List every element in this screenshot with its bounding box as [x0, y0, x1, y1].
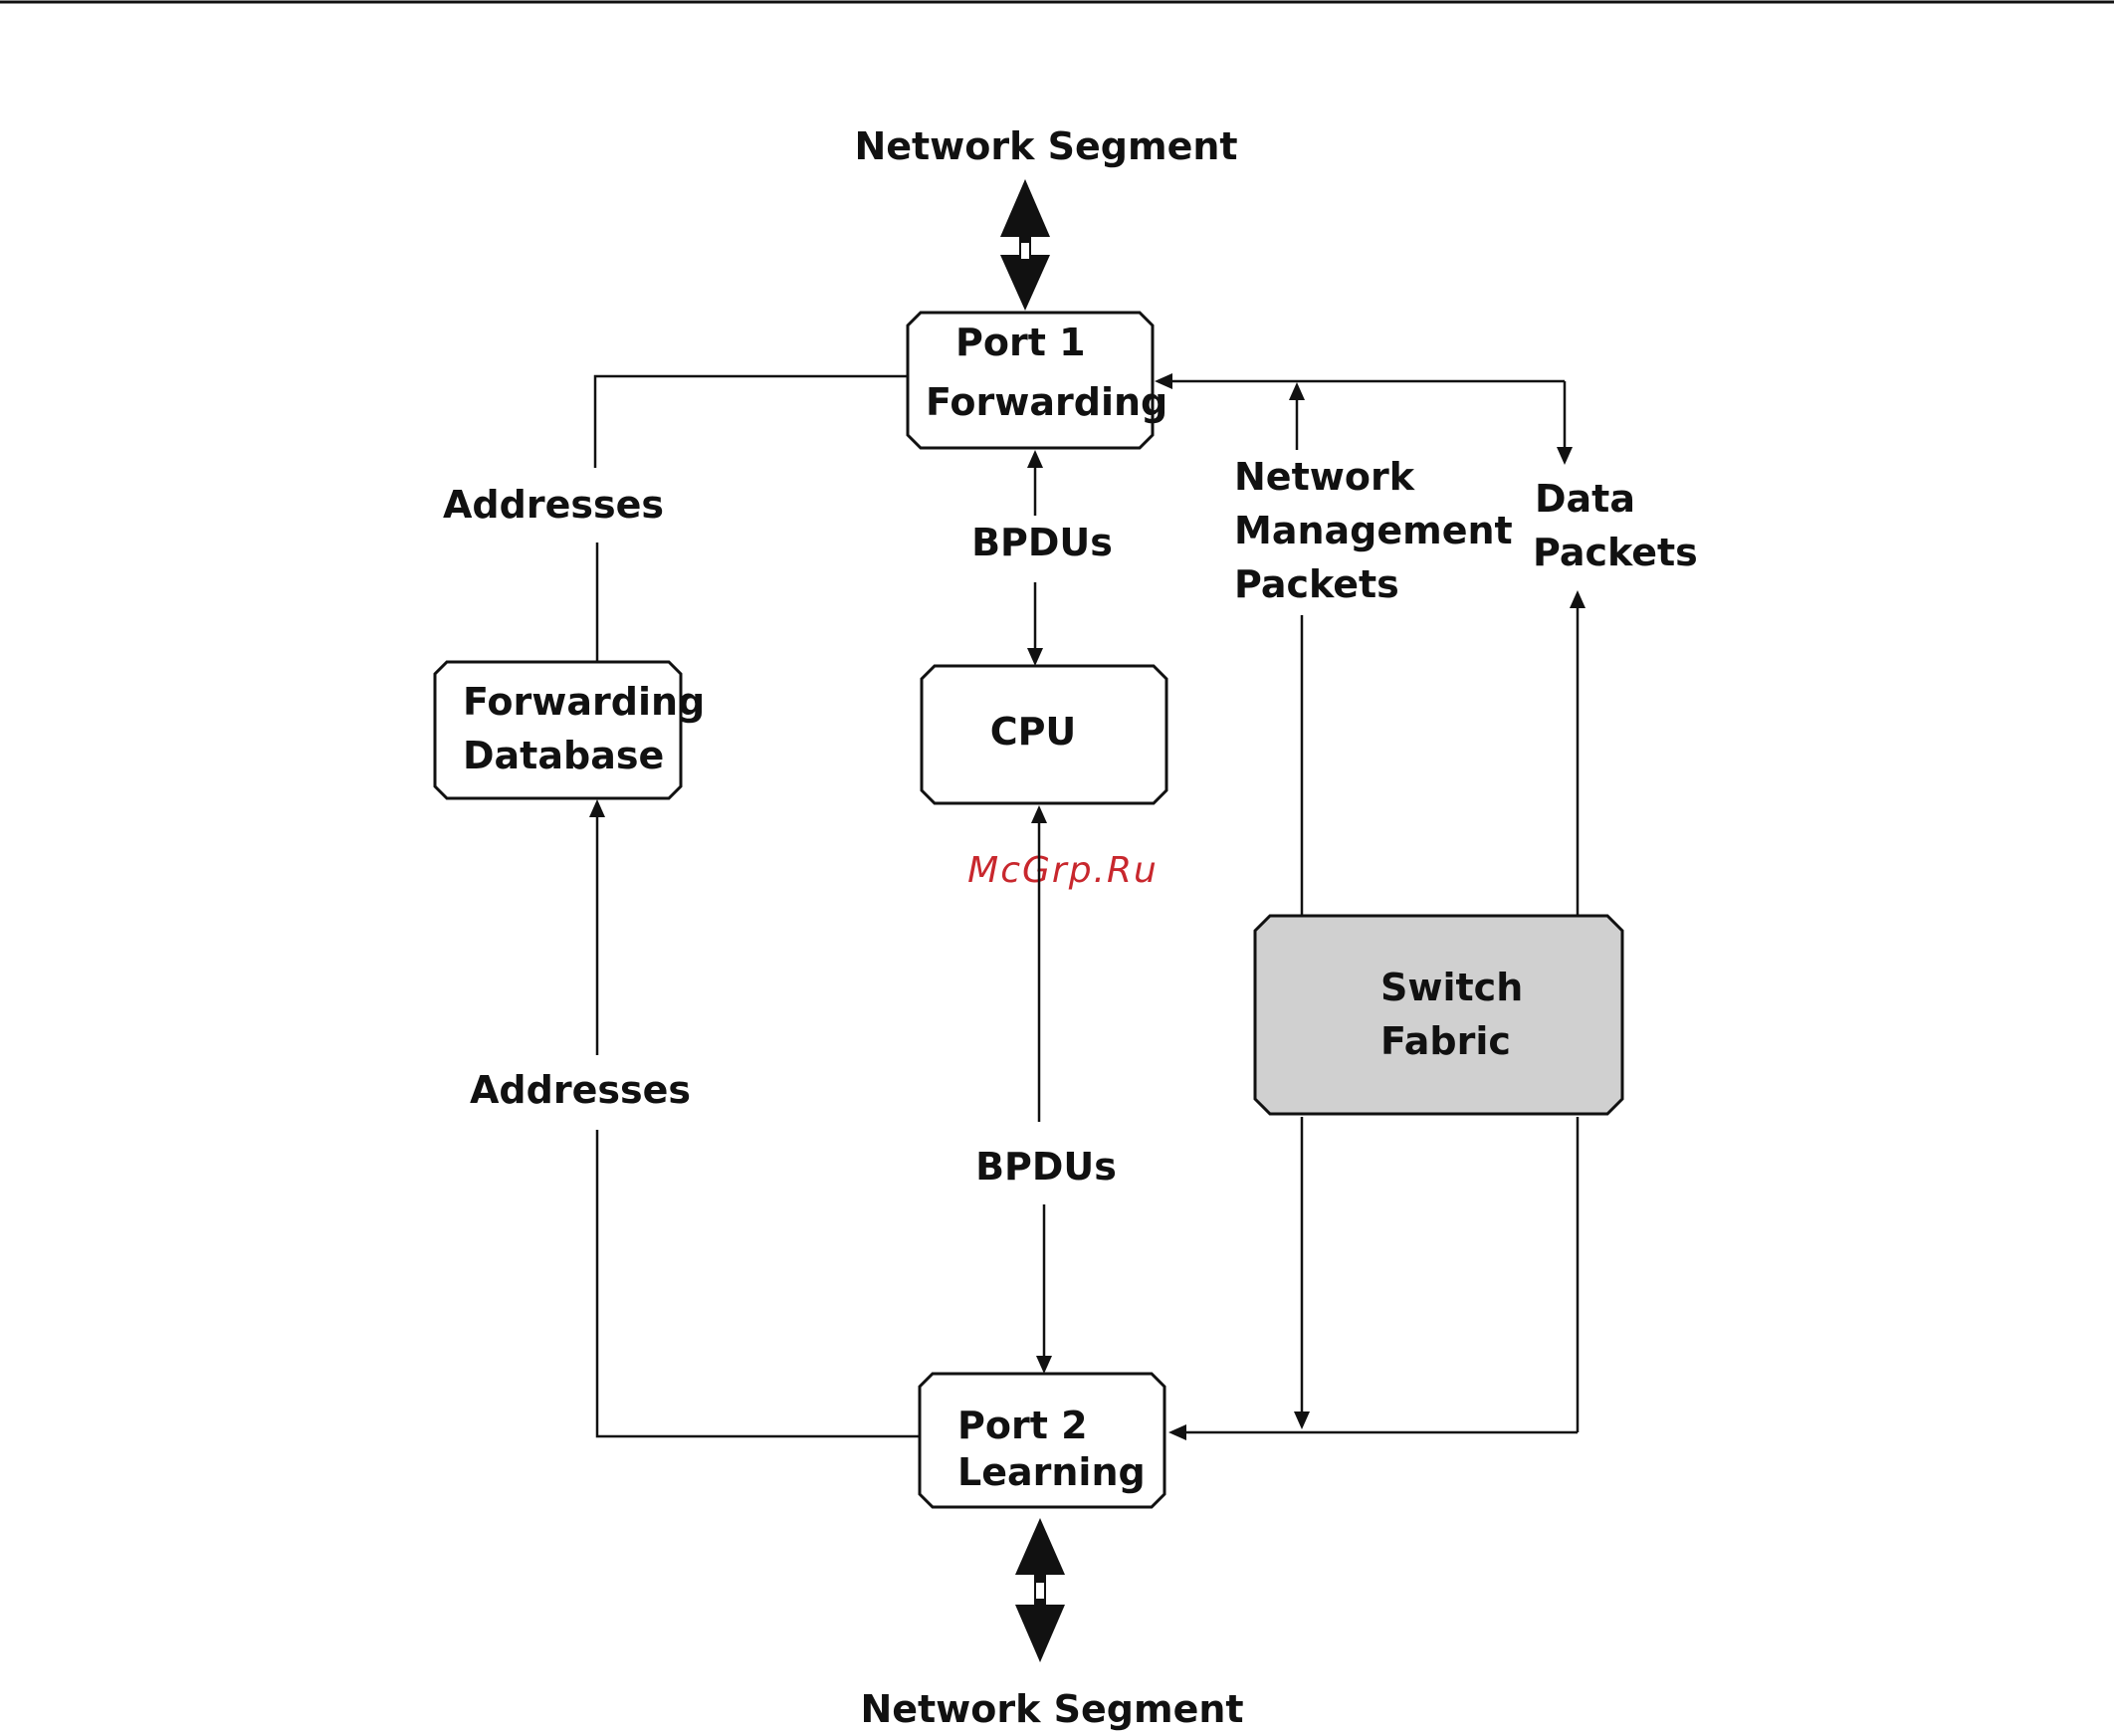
switch-fabric-label-line2: Fabric — [1380, 1019, 1511, 1063]
forwarding-database-node: Forwarding Database — [435, 662, 705, 798]
addresses-bottom-label: Addresses — [470, 1068, 691, 1112]
bpdus-bottom-label: BPDUs — [975, 1145, 1117, 1189]
switch-fabric-node: Switch Fabric — [1255, 916, 1622, 1114]
cpu-label: CPU — [990, 710, 1077, 754]
fwd-db-label-line2: Database — [463, 734, 664, 777]
fabric-to-port2-connector — [1168, 1117, 1578, 1440]
port1-node: Port 1 Forwarding — [908, 313, 1167, 448]
port1-label-line1: Port 1 — [955, 321, 1086, 364]
cpu-node: CPU — [922, 666, 1166, 803]
addresses-bottom-connector — [597, 1130, 920, 1436]
port1-right-connector — [1155, 373, 1573, 465]
bpdus-top-label: BPDUs — [971, 521, 1113, 564]
network-segment-bottom-arrow — [1015, 1518, 1065, 1662]
network-segment-top-label: Network Segment — [854, 124, 1237, 168]
port2-node: Port 2 Learning — [920, 1374, 1164, 1507]
addresses-bottom-arrow — [589, 799, 605, 1055]
nm-label-line1: Network — [1234, 455, 1415, 499]
nm-label-line2: Management — [1234, 509, 1513, 552]
addresses-top-connector — [595, 376, 908, 468]
port2-label-line2: Learning — [957, 1450, 1146, 1494]
switch-fabric-label-line1: Switch — [1380, 966, 1523, 1009]
nm-label-line3: Packets — [1234, 562, 1399, 606]
dp-label-line1: Data — [1535, 477, 1635, 521]
network-segment-bottom-label: Network Segment — [860, 1687, 1243, 1731]
network-segment-top-arrow — [1000, 179, 1050, 311]
watermark: McGrp.Ru — [967, 850, 1159, 891]
data-packets-arrow — [1570, 590, 1586, 916]
fwd-db-label-line1: Forwarding — [463, 680, 705, 724]
addresses-top-label: Addresses — [443, 483, 664, 527]
port2-label-line1: Port 2 — [957, 1404, 1088, 1447]
dp-label-line2: Packets — [1533, 531, 1698, 574]
port1-label-line2: Forwarding — [926, 380, 1167, 424]
